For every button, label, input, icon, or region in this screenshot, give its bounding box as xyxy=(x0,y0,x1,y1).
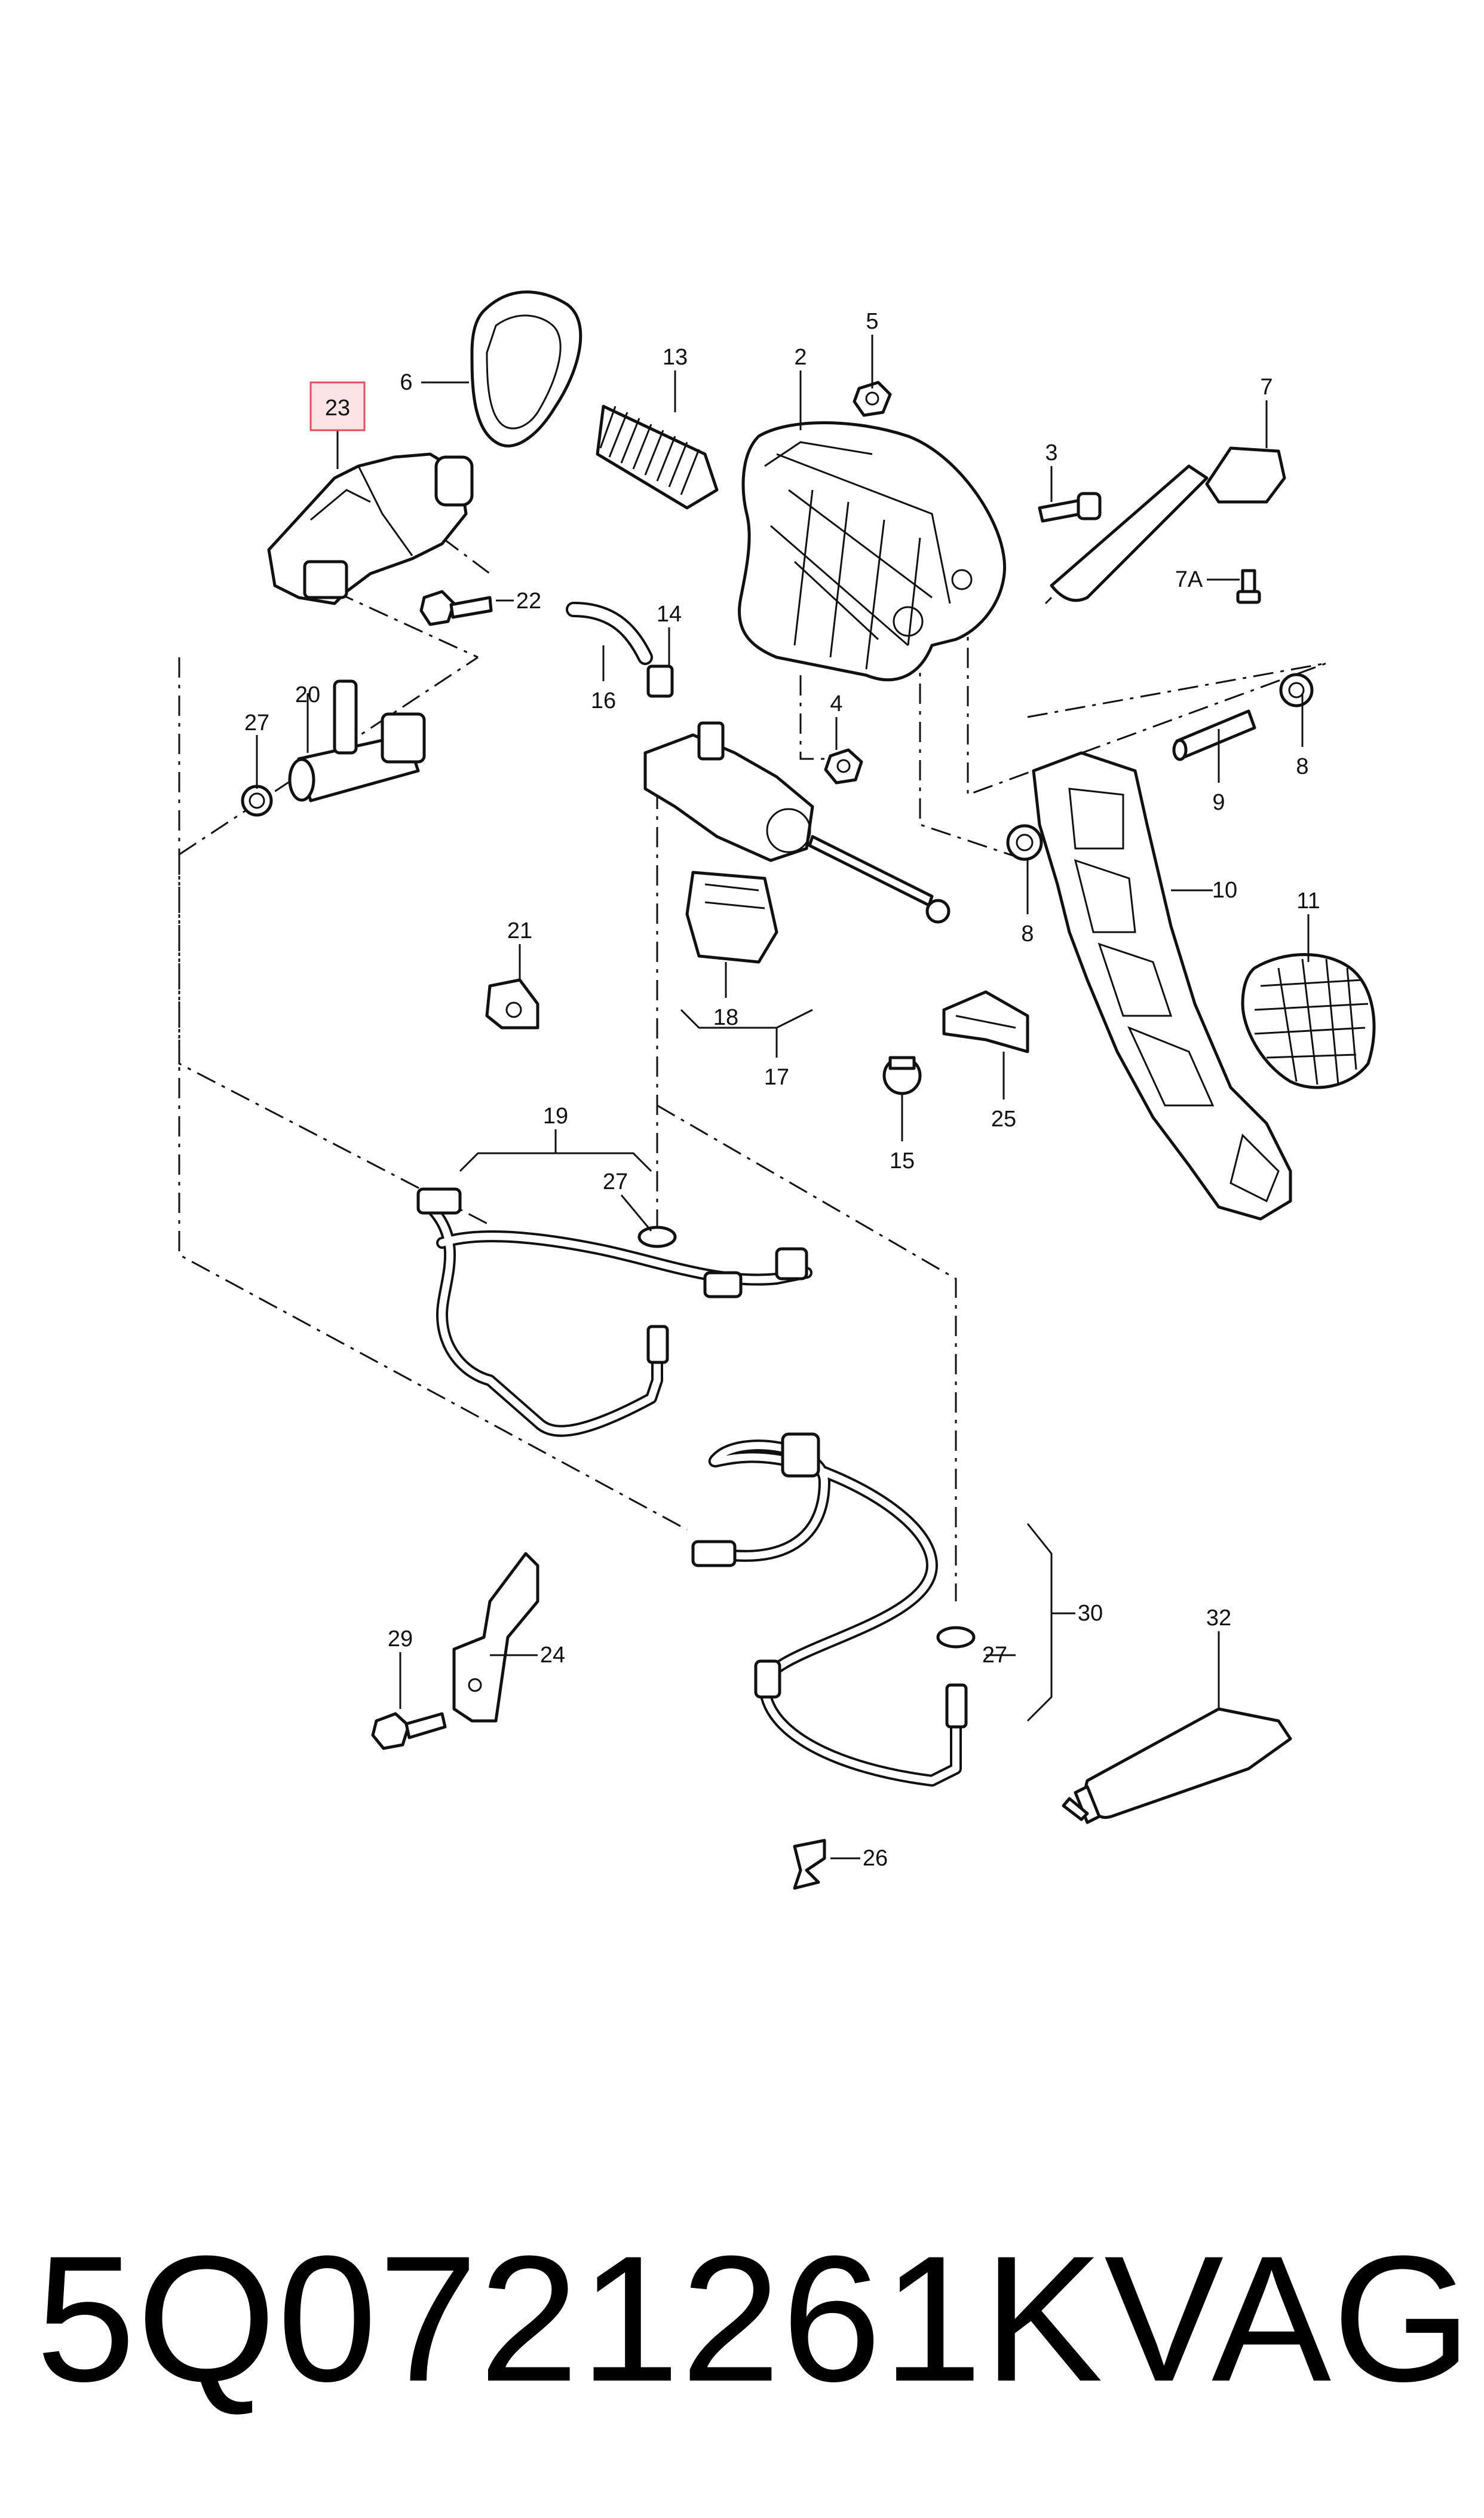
part-number: 5Q0721261K xyxy=(36,2218,1105,2419)
master-cylinder-part xyxy=(267,452,474,605)
callout-22[interactable]: 22 xyxy=(516,589,541,614)
callout-5[interactable]: 5 xyxy=(866,309,878,334)
callout-20[interactable]: 20 xyxy=(295,682,320,707)
callout-11[interactable]: 11 xyxy=(1296,889,1320,914)
clip-part-14 xyxy=(646,664,674,698)
highlight-box xyxy=(309,381,366,431)
callout-4[interactable]: 4 xyxy=(830,691,842,716)
brand-name: VAG xyxy=(1104,2218,1473,2419)
callout-32[interactable]: 32 xyxy=(1206,1606,1231,1631)
pin-part-15 xyxy=(882,1056,922,1095)
hose-part xyxy=(566,602,653,665)
spring-part xyxy=(596,405,719,510)
bolt-part-22 xyxy=(419,590,493,626)
sleeve-part xyxy=(1172,709,1256,761)
brake-line-upper xyxy=(416,1187,812,1437)
cylinder-assembly-part xyxy=(643,721,951,924)
callout-27-center[interactable]: 27 xyxy=(603,1169,628,1194)
bushing-part-left xyxy=(1006,824,1043,861)
bracket-part-24 xyxy=(452,1552,539,1723)
callout-numbers: 23 6 13 2 5 3 7 7A 22 14 16 4 8 9 8 10 1… xyxy=(244,309,1320,1871)
callout-17[interactable]: 17 xyxy=(764,1065,789,1090)
callout-27-right[interactable]: 27 xyxy=(982,1643,1007,1668)
part-number-footer: 5Q0721261K VAG xyxy=(36,2205,1471,2432)
callout-7[interactable]: 7 xyxy=(1260,375,1273,400)
clip-part-21 xyxy=(485,978,539,1030)
callout-23[interactable]: 23 xyxy=(325,396,350,421)
callout-7a[interactable]: 7A xyxy=(1175,567,1203,592)
callout-21[interactable]: 21 xyxy=(507,918,532,944)
callout-14[interactable]: 14 xyxy=(657,602,682,627)
callout-18[interactable]: 18 xyxy=(713,1005,738,1030)
callout-8-right[interactable]: 8 xyxy=(1296,754,1308,779)
clutch-pedal-part xyxy=(1032,751,1292,1221)
oring-part-center xyxy=(637,1226,677,1248)
callout-24[interactable]: 24 xyxy=(540,1643,565,1668)
clip-part-26 xyxy=(793,1839,826,1890)
callout-6[interactable]: 6 xyxy=(400,370,412,395)
grease-tube-part xyxy=(1062,1707,1292,1824)
assembly-lines xyxy=(178,537,1327,1601)
bushing-part-right xyxy=(1279,673,1314,707)
callout-10[interactable]: 10 xyxy=(1212,878,1237,903)
oring-part-right xyxy=(936,1626,976,1649)
bolt-part-29 xyxy=(371,1712,447,1750)
callout-9[interactable]: 9 xyxy=(1212,790,1225,815)
callout-25[interactable]: 25 xyxy=(991,1107,1016,1132)
callout-16[interactable]: 16 xyxy=(591,688,616,713)
connector-part-18 xyxy=(685,871,778,964)
clip-part-25 xyxy=(942,990,1029,1053)
callout-29[interactable]: 29 xyxy=(388,1626,413,1652)
callout-3[interactable]: 3 xyxy=(1045,440,1057,465)
bolt-part xyxy=(1038,492,1102,523)
brake-line-lower xyxy=(691,1432,968,1787)
callout-15[interactable]: 15 xyxy=(890,1148,915,1174)
callout-30[interactable]: 30 xyxy=(1078,1601,1103,1626)
screw-part-7a xyxy=(1236,569,1261,604)
callout-27-left[interactable]: 27 xyxy=(244,710,269,736)
exploded-parts-diagram: 23 6 13 2 5 3 7 7A 22 14 16 4 8 9 8 10 1… xyxy=(178,290,1376,1890)
callout-19[interactable]: 19 xyxy=(543,1104,568,1129)
pedal-lever-part xyxy=(1044,446,1286,605)
callout-8-left[interactable]: 8 xyxy=(1021,921,1034,946)
pedal-bracket xyxy=(738,421,1006,682)
nut-part-lower xyxy=(824,748,863,785)
nut-part-top xyxy=(853,381,892,417)
leader-lines xyxy=(256,335,1310,1860)
callout-2[interactable]: 2 xyxy=(794,345,807,370)
callout-13[interactable]: 13 xyxy=(663,345,688,370)
gasket-part xyxy=(470,290,582,448)
tee-fitting-part xyxy=(288,679,426,802)
pedal-pad-part xyxy=(1241,953,1376,1089)
oring-part-left xyxy=(241,785,273,817)
callout-26[interactable]: 26 xyxy=(863,1846,888,1871)
